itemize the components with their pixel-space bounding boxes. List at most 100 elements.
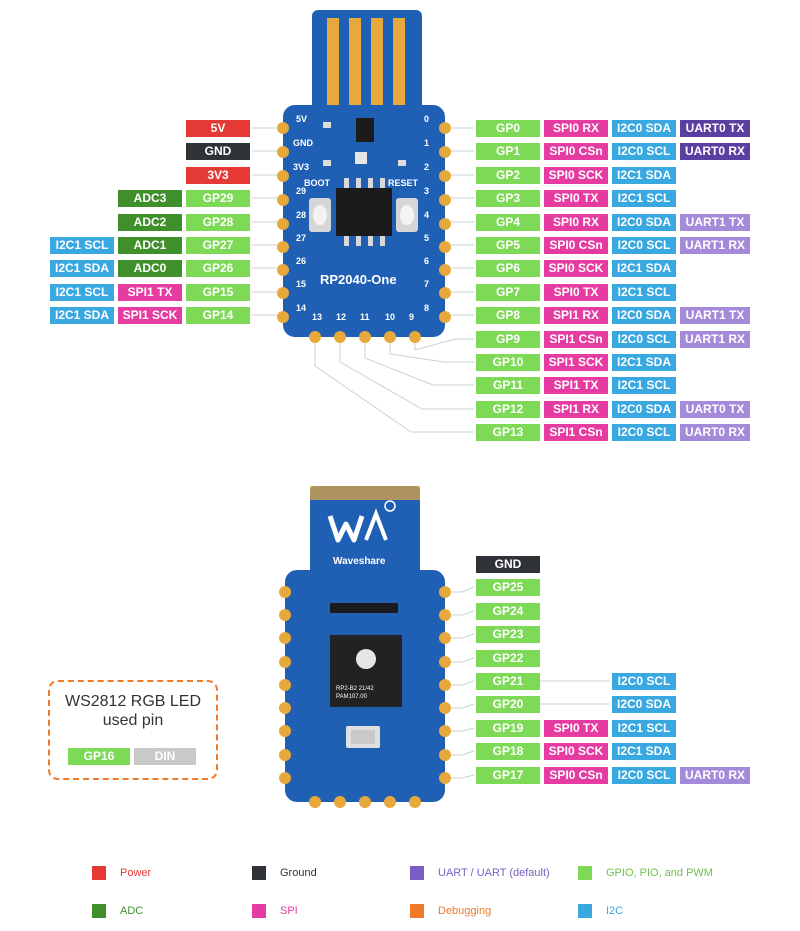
right-pin-label: I2C1 SCL xyxy=(612,284,676,301)
right-pin-label: SPI1 CSn xyxy=(544,424,608,441)
bottom-board-leader-line xyxy=(451,610,475,616)
right-pin-label: I2C0 SCL xyxy=(612,143,676,160)
right-pin-label: SPI0 SCK xyxy=(544,260,608,277)
pad-number: 26 xyxy=(296,256,307,266)
pad-number: 29 xyxy=(296,186,307,196)
bottom-board-pin-label: I2C0 SCL xyxy=(612,767,676,784)
right-pin-label: I2C1 SCL xyxy=(612,190,676,207)
right-pin-label: I2C0 SDA xyxy=(612,214,676,231)
bottom-leader-line xyxy=(389,343,474,363)
right-pin-label: SPI0 RX xyxy=(544,214,608,231)
bottom-board-leader-line xyxy=(451,680,475,686)
right-pin-label: GP1 xyxy=(476,143,540,160)
legend-swatch xyxy=(578,904,592,918)
pad-number: 12 xyxy=(336,312,347,322)
legend-label: UART / UART (default) xyxy=(438,867,550,879)
pad-number: 3 xyxy=(424,186,430,196)
right-pin-label: UART1 TX xyxy=(680,214,750,231)
bottom-board-pin-label: GND xyxy=(476,556,540,573)
bottom-board-pin-label: UART0 RX xyxy=(680,767,750,784)
bottom-board-pin-label: GP21 xyxy=(476,673,540,690)
pad-number: 5V xyxy=(296,114,308,124)
bottom-board-pin-label: SPI0 TX xyxy=(544,720,608,737)
left-pin-label: 3V3 xyxy=(186,167,250,184)
bottom-board-leader-line xyxy=(451,586,475,593)
right-pin-label: I2C0 SCL xyxy=(612,424,676,441)
left-pin-label: GP29 xyxy=(186,190,250,207)
bottom-board-leader-line xyxy=(451,703,475,709)
left-pin-label: SPI1 SCK xyxy=(118,307,182,324)
ws2812-callout: WS2812 RGB LED used pin GP16 DIN xyxy=(48,680,218,780)
right-pin-label: SPI1 SCK xyxy=(544,354,608,371)
right-pin-label: SPI1 RX xyxy=(544,307,608,324)
pad-number: 6 xyxy=(424,256,430,266)
right-pin-label: GP2 xyxy=(476,167,540,184)
right-pin-label: UART1 TX xyxy=(680,307,750,324)
pad-number: 27 xyxy=(296,233,307,243)
pad-number: 28 xyxy=(296,210,307,220)
right-pin-label: GP7 xyxy=(476,284,540,301)
left-pin-label: I2C1 SDA xyxy=(50,307,114,324)
legend-label: I2C xyxy=(606,905,624,917)
board-top-name: RP2040-One xyxy=(320,272,397,287)
right-pin-label: SPI0 TX xyxy=(544,190,608,207)
bottom-board-pin-label: I2C0 SDA xyxy=(612,696,676,713)
right-pin-label: UART1 RX xyxy=(680,237,750,254)
legend-swatch xyxy=(578,866,592,880)
left-pin-label: ADC0 xyxy=(118,260,182,277)
legend-label: GPIO, PIO, and PWM xyxy=(606,867,713,879)
callout-title-line1: WS2812 RGB LED xyxy=(64,693,202,710)
pad-number: 13 xyxy=(312,312,323,322)
right-pin-label: GP10 xyxy=(476,354,540,371)
pad-number: 2 xyxy=(424,162,430,172)
pad-number: 11 xyxy=(360,312,370,322)
boot-button-label: BOOT xyxy=(304,178,330,188)
bottom-board-pin-label: GP19 xyxy=(476,720,540,737)
left-pin-label: I2C1 SCL xyxy=(50,237,114,254)
right-pin-label: UART0 TX xyxy=(680,401,750,418)
legend-swatch xyxy=(252,904,266,918)
bottom-board-pin-label: GP17 xyxy=(476,767,540,784)
bottom-board-pin-label: GP24 xyxy=(476,603,540,620)
bottom-board-pin-label: GP20 xyxy=(476,696,540,713)
left-pin-label: GP28 xyxy=(186,214,250,231)
right-pin-label: I2C1 SCL xyxy=(612,377,676,394)
callout-pin-label: GP16 xyxy=(68,748,130,765)
callout-function-label: DIN xyxy=(134,748,196,765)
right-pin-label: GP11 xyxy=(476,377,540,394)
pad-number: 15 xyxy=(296,279,307,289)
bottom-board-pin-label: SPI0 SCK xyxy=(544,743,608,760)
legend-label: Power xyxy=(120,867,152,879)
right-pin-label: SPI0 CSn xyxy=(544,143,608,160)
right-pin-label: I2C0 SDA xyxy=(612,120,676,137)
right-pin-label: UART0 RX xyxy=(680,424,750,441)
left-pin-label: 5V xyxy=(186,120,250,137)
right-pin-label: GP9 xyxy=(476,331,540,348)
chip-marking-2: PAM107.00 xyxy=(336,694,367,700)
pad-number: 1 xyxy=(424,138,430,148)
right-pin-label: SPI0 SCK xyxy=(544,167,608,184)
bottom-leader-line xyxy=(314,343,474,433)
bottom-board-pin-label: GP18 xyxy=(476,743,540,760)
right-pin-label: GP5 xyxy=(476,237,540,254)
pad-number: 14 xyxy=(296,303,307,313)
right-pin-label: GP3 xyxy=(476,190,540,207)
bottom-board-pin-label: GP23 xyxy=(476,626,540,643)
right-pin-label: I2C0 SDA xyxy=(612,401,676,418)
right-pin-label: I2C1 SDA xyxy=(612,167,676,184)
pad-number: 7 xyxy=(424,279,430,289)
pad-number: 5 xyxy=(424,233,430,243)
right-pin-label: SPI1 RX xyxy=(544,401,608,418)
bottom-leader-line xyxy=(414,338,474,351)
bottom-board-leader-line xyxy=(451,727,475,732)
right-pin-label: GP0 xyxy=(476,120,540,137)
left-pin-label: ADC2 xyxy=(118,214,182,231)
bottom-board-pin-label: GP25 xyxy=(476,579,540,596)
bottom-board-leader-line xyxy=(451,657,475,663)
left-pin-label: GP27 xyxy=(186,237,250,254)
right-pin-label: GP4 xyxy=(476,214,540,231)
legend-label: ADC xyxy=(120,905,144,917)
bottom-board-pin-label: I2C0 SCL xyxy=(612,673,676,690)
